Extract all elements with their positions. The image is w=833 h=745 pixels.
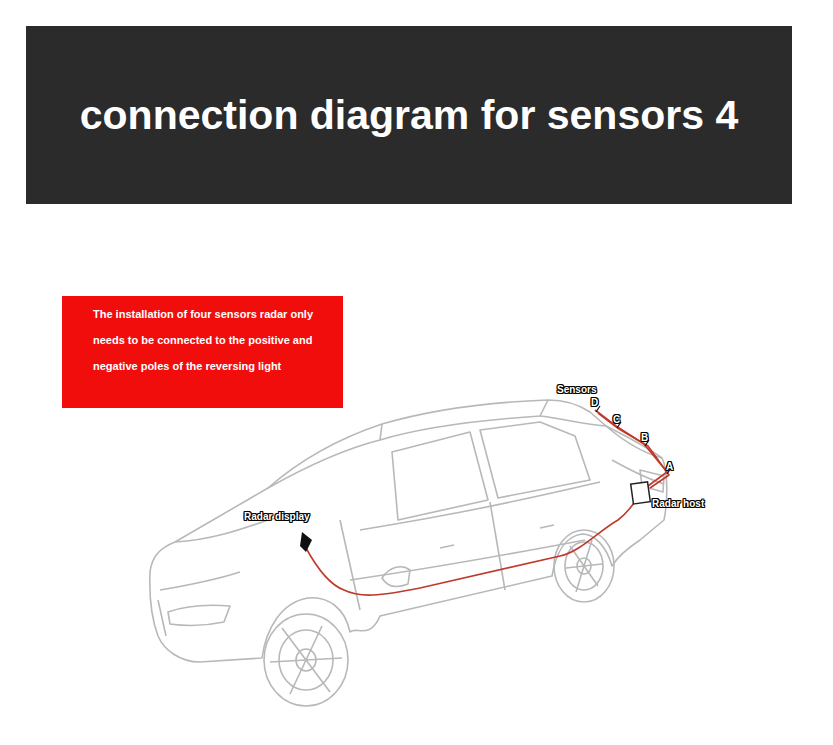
callout-letter: D: [591, 397, 598, 408]
note-box: The installation of four sensors radar o…: [62, 296, 343, 408]
radar-display-unit: [300, 532, 312, 552]
radar-host-box: [631, 482, 651, 504]
part-label: Radar display: [244, 511, 310, 522]
callout-letter: C: [613, 414, 620, 425]
callout-letter: A: [666, 461, 673, 472]
callout-letter: B: [641, 432, 648, 443]
part-label: Radar host: [652, 498, 704, 509]
title-text: connection diagram for sensors 4: [26, 26, 792, 204]
note-text: The installation of four sensors radar o…: [93, 301, 331, 379]
part-label: Sensors: [557, 384, 596, 395]
